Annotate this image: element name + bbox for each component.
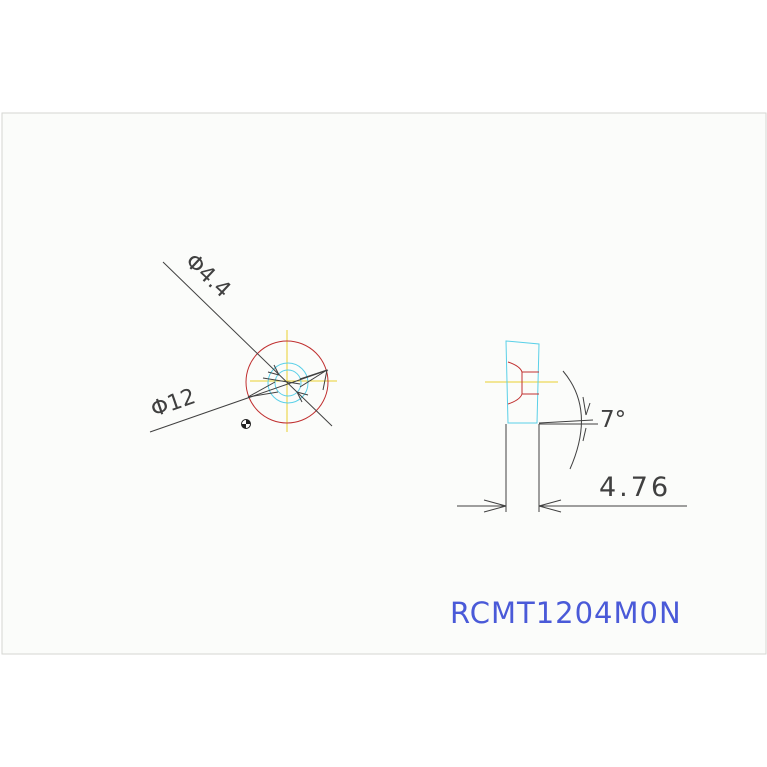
top-view-center-marks — [250, 330, 337, 432]
drawing-sheet — [1, 112, 767, 655]
insert-diameter-leader — [149, 369, 329, 433]
hole-circle-outer — [267, 362, 309, 404]
thickness-extension-lines — [505, 424, 540, 512]
insert-profile — [505, 340, 540, 424]
hole-circle-inner — [274, 369, 302, 397]
hole-profile — [507, 361, 539, 405]
thickness-dimension-line — [457, 499, 687, 513]
insert-outer-circle — [245, 340, 329, 424]
hole-diameter-leader — [162, 261, 333, 427]
clearance-angle-dimension — [538, 370, 598, 470]
ucs-origin-marker — [241, 419, 251, 429]
part-code-label: RCMT1204M0N — [450, 596, 682, 630]
clearance-angle-label: 7° — [600, 407, 626, 433]
side-view: 7° 4.76 — [457, 340, 687, 513]
thickness-label: 4.76 — [599, 472, 671, 503]
